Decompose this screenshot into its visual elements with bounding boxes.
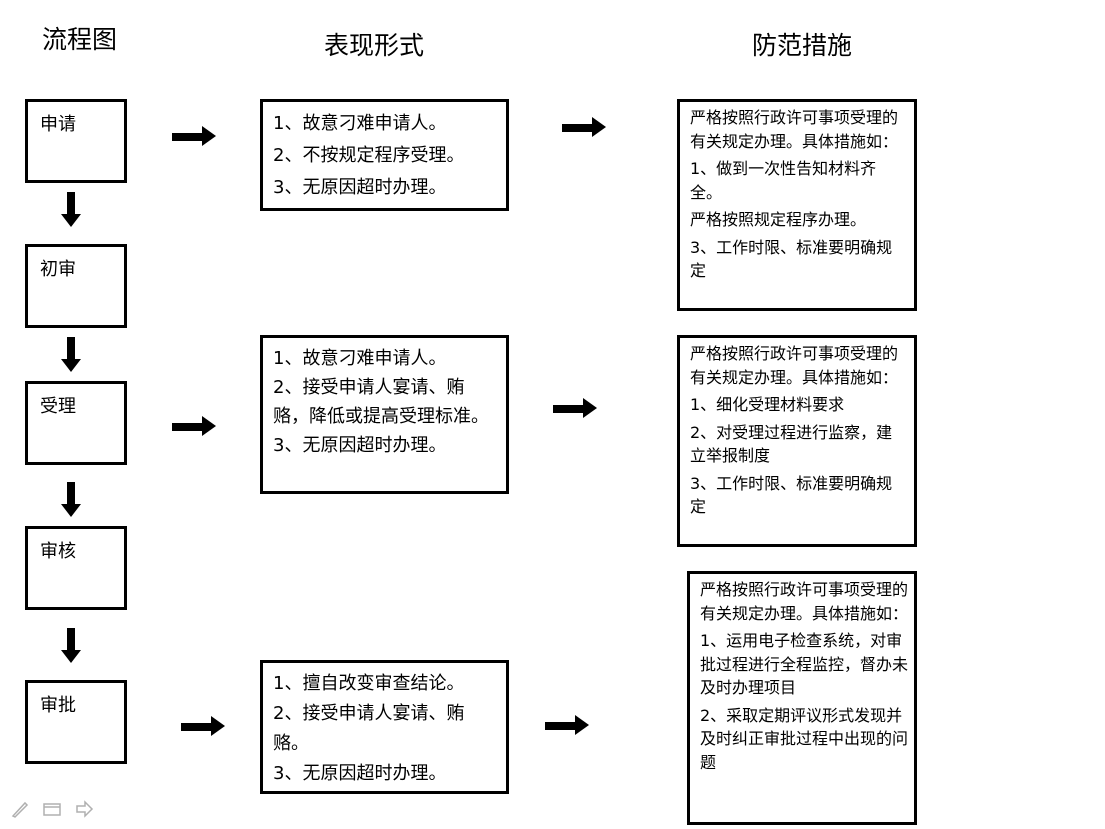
step-label: 申请 (40, 114, 76, 135)
step-box-approve: 审批 (25, 680, 127, 764)
step-label: 初审 (40, 259, 76, 280)
step-label: 审核 (40, 541, 76, 562)
measure-line: 1、做到一次性告知材料齐全。 (690, 159, 877, 202)
measure-line: 严格按照行政许可事项受理的有关规定办理。具体措施如： (690, 108, 899, 151)
measure-line: 2、对受理过程进行监察，建立举报制度 (690, 422, 893, 466)
header-prevention: 防范措施 (752, 31, 853, 60)
down-arrow-icon (61, 192, 81, 228)
issue-line: 3、无原因超时办理。 (273, 435, 447, 456)
measure-line: 3、工作时限、标准要明确规定 (690, 473, 893, 517)
issue-line: 1、故意刁难申请人。 (273, 348, 447, 369)
step-box-examine: 审核 (25, 526, 127, 610)
issue-box-accept: 1、故意刁难申请人。 2、接受申请人宴请、贿赂，降低或提高受理标准。 3、无原因… (260, 335, 509, 494)
step-box-initial-review: 初审 (25, 244, 127, 328)
slide-icon[interactable] (42, 800, 62, 818)
measure-line: 3、工作时限、标准要明确规定 (690, 237, 893, 281)
header-manifestation: 表现形式 (324, 31, 425, 60)
step-label: 受理 (40, 396, 76, 417)
down-arrow-icon (61, 628, 81, 664)
step-box-apply: 申请 (25, 99, 127, 183)
measure-line: 严格按照行政许可事项受理的有关规定办理。具体措施如： (690, 344, 899, 387)
issue-line: 1、故意刁难申请人。 (273, 113, 447, 134)
right-arrow-icon (172, 416, 216, 436)
down-arrow-icon (61, 337, 81, 373)
measure-line: 2、采取定期评议形式发现并及时纠正审批过程中出现的问题 (700, 705, 909, 772)
issue-line: 2、接受申请人宴请、贿赂，降低或提高受理标准。 (273, 377, 489, 427)
header-flow: 流程图 (42, 25, 118, 54)
right-arrow-icon (553, 398, 597, 418)
measure-line: 1、细化受理材料要求 (690, 395, 845, 414)
issue-line: 1、擅自改变审查结论。 (273, 673, 465, 694)
issue-line: 3、无原因超时办理。 (273, 763, 447, 784)
measure-line: 1、运用电子检查系统，对审批过程进行全程监控，督办未及时办理项目 (700, 631, 909, 697)
slideshow-toolbar (10, 800, 94, 818)
issue-line: 2、不按规定程序受理。 (273, 145, 465, 166)
measure-box-accept: 严格按照行政许可事项受理的有关规定办理。具体措施如： 1、细化受理材料要求 2、… (677, 335, 917, 547)
right-arrow-icon (172, 126, 216, 146)
measure-box-approve: 严格按照行政许可事项受理的有关规定办理。具体措施如： 1、运用电子检查系统，对审… (687, 571, 917, 825)
measure-line: 严格按照规定程序办理。 (690, 210, 867, 229)
right-arrow-icon (545, 715, 589, 735)
next-arrow-icon[interactable] (74, 800, 94, 818)
issue-line: 3、无原因超时办理。 (273, 177, 447, 198)
measure-line: 严格按照行政许可事项受理的有关规定办理。具体措施如： (700, 580, 909, 623)
issue-box-approve: 1、擅自改变审查结论。 2、接受申请人宴请、贿赂。 3、无原因超时办理。 (260, 660, 509, 794)
measure-box-apply: 严格按照行政许可事项受理的有关规定办理。具体措施如： 1、做到一次性告知材料齐全… (677, 99, 917, 311)
issue-box-apply: 1、故意刁难申请人。 2、不按规定程序受理。 3、无原因超时办理。 (260, 99, 509, 211)
down-arrow-icon (61, 482, 81, 518)
pen-icon[interactable] (10, 800, 30, 818)
right-arrow-icon (181, 716, 225, 736)
issue-line: 2、接受申请人宴请、贿赂。 (273, 703, 465, 754)
step-label: 审批 (40, 695, 76, 716)
step-box-accept: 受理 (25, 381, 127, 465)
right-arrow-icon (562, 117, 606, 137)
